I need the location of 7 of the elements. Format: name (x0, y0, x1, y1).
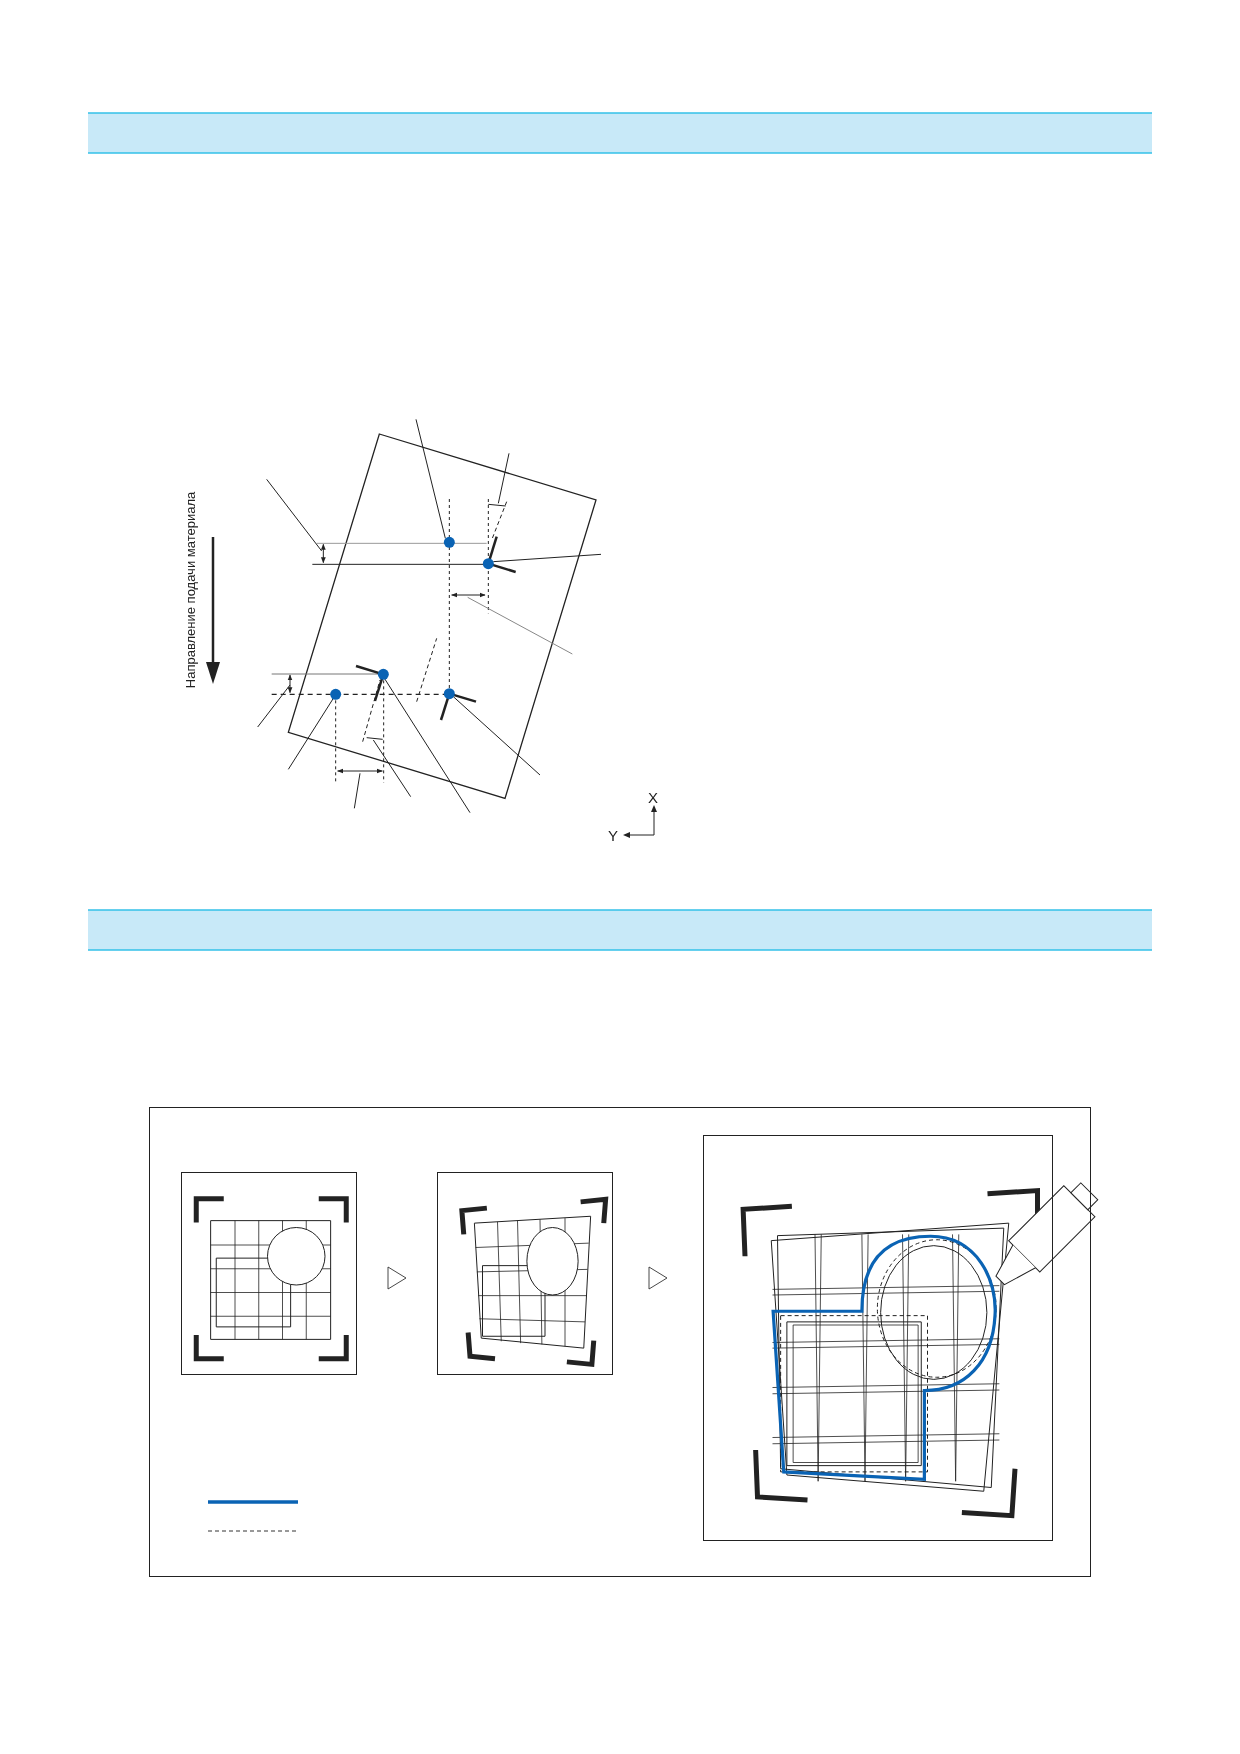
panel-frame (181, 1172, 357, 1375)
axis-label: Y (608, 826, 618, 844)
direction-label: Направление подачи материала (182, 491, 198, 689)
panel-frame (437, 1172, 613, 1375)
panel-frame (703, 1135, 1053, 1541)
axis-label: X (648, 788, 658, 806)
figure-frame (149, 1107, 1091, 1577)
